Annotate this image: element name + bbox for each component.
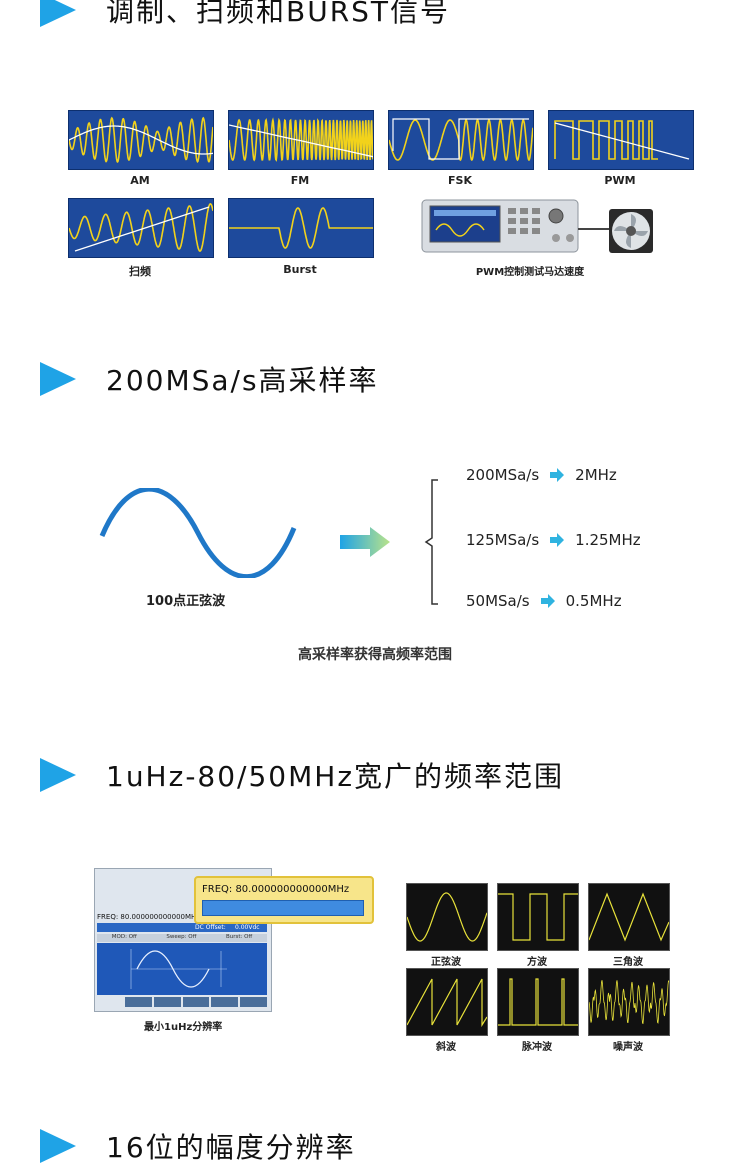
rate-value: 50MSa/s [466, 592, 530, 610]
dc-offset-bar [97, 923, 267, 932]
section-title-amplitude: 16位的幅度分辨率 [40, 1124, 356, 1168]
dc-offset-value: 0.00Vdc [235, 924, 260, 931]
scope-label: 三角波 [613, 957, 643, 968]
scope-label: 脉冲波 [522, 1042, 552, 1053]
small-arrow-icon [540, 594, 555, 608]
scope-label: 斜波 [436, 1042, 456, 1053]
rate-value: 200MSa/s [466, 466, 540, 484]
pwm-label: PWM [604, 174, 636, 187]
rate-row: 200MSa/s 2MHz [466, 466, 617, 484]
sine-wave-illustration [98, 486, 298, 580]
section-title-text: 1uHz-80/50MHz宽广的频率范围 [106, 760, 565, 793]
section-arrow-icon [40, 362, 76, 396]
softkey [182, 997, 210, 1007]
fm-wave-image [228, 110, 374, 170]
softkey [240, 997, 267, 1007]
status-bar: MOD: Off Sweep: Off Burst: Off [97, 934, 267, 942]
rate-row: 50MSa/s 0.5MHz [466, 592, 622, 610]
section-title-sampling: 200MSa/s高采样率 [40, 357, 379, 401]
fan-icon [608, 208, 654, 254]
section-title-frequency: 1uHz-80/50MHz宽广的频率范围 [40, 753, 564, 797]
screen-wave-area [97, 943, 267, 995]
softkey [153, 997, 181, 1007]
burst-wave-image [228, 198, 374, 258]
softkey [211, 997, 239, 1007]
am-label: AM [130, 174, 150, 187]
screen-caption: 最小1uHz分辨率 [144, 1022, 223, 1033]
scope-label: 噪声波 [613, 1042, 643, 1053]
fsk-label: FSK [448, 174, 472, 187]
scope-label: 方波 [527, 957, 547, 968]
burst-label: Burst [283, 263, 317, 276]
screen-freq-readout: FREQ: 80.000000000000MHz [97, 913, 200, 921]
freq-value: 1.25MHz [575, 531, 641, 549]
section-title-text: 200MSa/s高采样率 [106, 364, 379, 397]
device-caption: PWM控制测试马达速度 [475, 267, 585, 278]
cable-line [578, 228, 610, 230]
small-arrow-icon [550, 468, 565, 482]
zoom-bar [202, 900, 364, 916]
fm-label: FM [290, 174, 310, 187]
scope-label: 正弦波 [431, 957, 461, 968]
scope-triangle [588, 883, 670, 951]
status-mod: MOD: Off [111, 934, 137, 940]
sweep-wave-image [68, 198, 214, 258]
section-arrow-icon [40, 0, 76, 27]
fsk-wave-image [388, 110, 534, 170]
am-wave-image [68, 110, 214, 170]
signal-generator-image [420, 196, 580, 256]
rate-value: 125MSa/s [466, 531, 540, 549]
scope-ramp [406, 968, 488, 1036]
zoom-callout: FREQ: 80.000000000000MHz [194, 876, 374, 924]
rate-row: 125MSa/s 1.25MHz [466, 531, 641, 549]
scope-pulse [497, 968, 579, 1036]
section-title-modulation: 调制、扫频和BURST信号 [40, 0, 450, 32]
freq-value: 0.5MHz [565, 592, 622, 610]
section-title-text: 调制、扫频和BURST信号 [106, 0, 451, 28]
zoom-freq-readout: FREQ: 80.000000000000MHz [202, 884, 350, 895]
freq-value: 2MHz [575, 466, 617, 484]
section-arrow-icon [40, 1129, 76, 1163]
dc-offset-label: DC Offset: [195, 924, 226, 931]
status-burst: Burst: Off [225, 934, 253, 940]
scope-noise [588, 968, 670, 1036]
pwm-wave-image [548, 110, 694, 170]
scope-square [497, 883, 579, 951]
sine-label: 100点正弦波 [146, 594, 226, 609]
softkey [125, 997, 152, 1007]
scope-sine [406, 883, 488, 951]
section-arrow-icon [40, 758, 76, 792]
section-title-text: 16位的幅度分辨率 [106, 1131, 356, 1164]
sweep-label: 扫频 [129, 265, 151, 278]
gradient-arrow-icon [338, 526, 392, 558]
sampling-caption: 高采样率获得高频率范围 [298, 647, 452, 663]
softkey-row [125, 997, 267, 1007]
status-sweep: Sweep: Off [166, 934, 197, 940]
small-arrow-icon [550, 533, 565, 547]
bracket [420, 478, 440, 606]
